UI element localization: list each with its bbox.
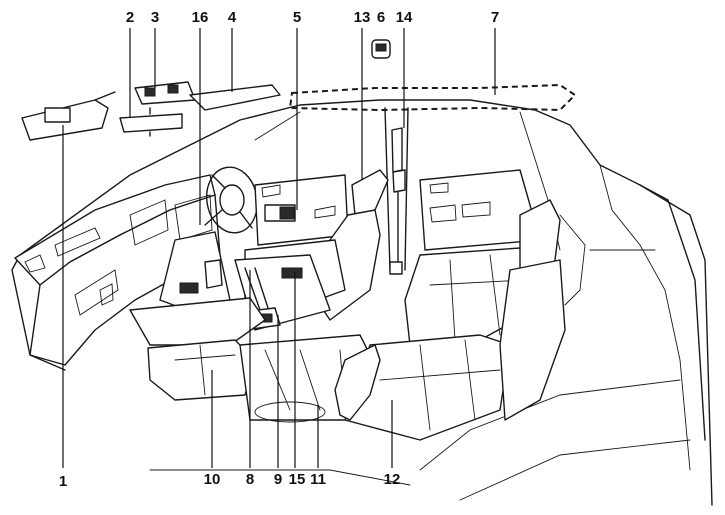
callout-4: 4 <box>228 9 237 26</box>
callout-9: 9 <box>274 471 282 488</box>
callout-15: 15 <box>289 471 306 488</box>
callout-labels: 1 2 3 4 5 6 7 8 9 10 11 12 13 14 15 16 <box>59 9 499 490</box>
dome-light <box>371 39 391 59</box>
callout-5: 5 <box>293 9 301 26</box>
callout-11: 11 <box>310 471 326 488</box>
callout-14: 14 <box>396 9 413 26</box>
callout-7: 7 <box>491 9 499 26</box>
callout-10: 10 <box>204 471 221 488</box>
headliner <box>288 83 577 112</box>
map-light <box>134 81 196 105</box>
callout-12: 12 <box>384 471 401 488</box>
callout-3: 3 <box>151 9 159 26</box>
overhead-trim-panel <box>189 84 281 111</box>
b-pillar-seat-belt <box>384 107 409 275</box>
callout-16: 16 <box>192 9 209 26</box>
callout-1: 1 <box>59 473 67 490</box>
rear-view-mirror <box>119 107 183 137</box>
callout-8: 8 <box>246 471 254 488</box>
dashboard <box>14 174 231 366</box>
callout-2: 2 <box>126 9 134 26</box>
sun-visor <box>21 91 116 141</box>
callout-6: 6 <box>377 9 385 26</box>
leader-lines <box>62 28 496 468</box>
rear-seat <box>334 199 566 441</box>
callout-13: 13 <box>354 9 371 26</box>
